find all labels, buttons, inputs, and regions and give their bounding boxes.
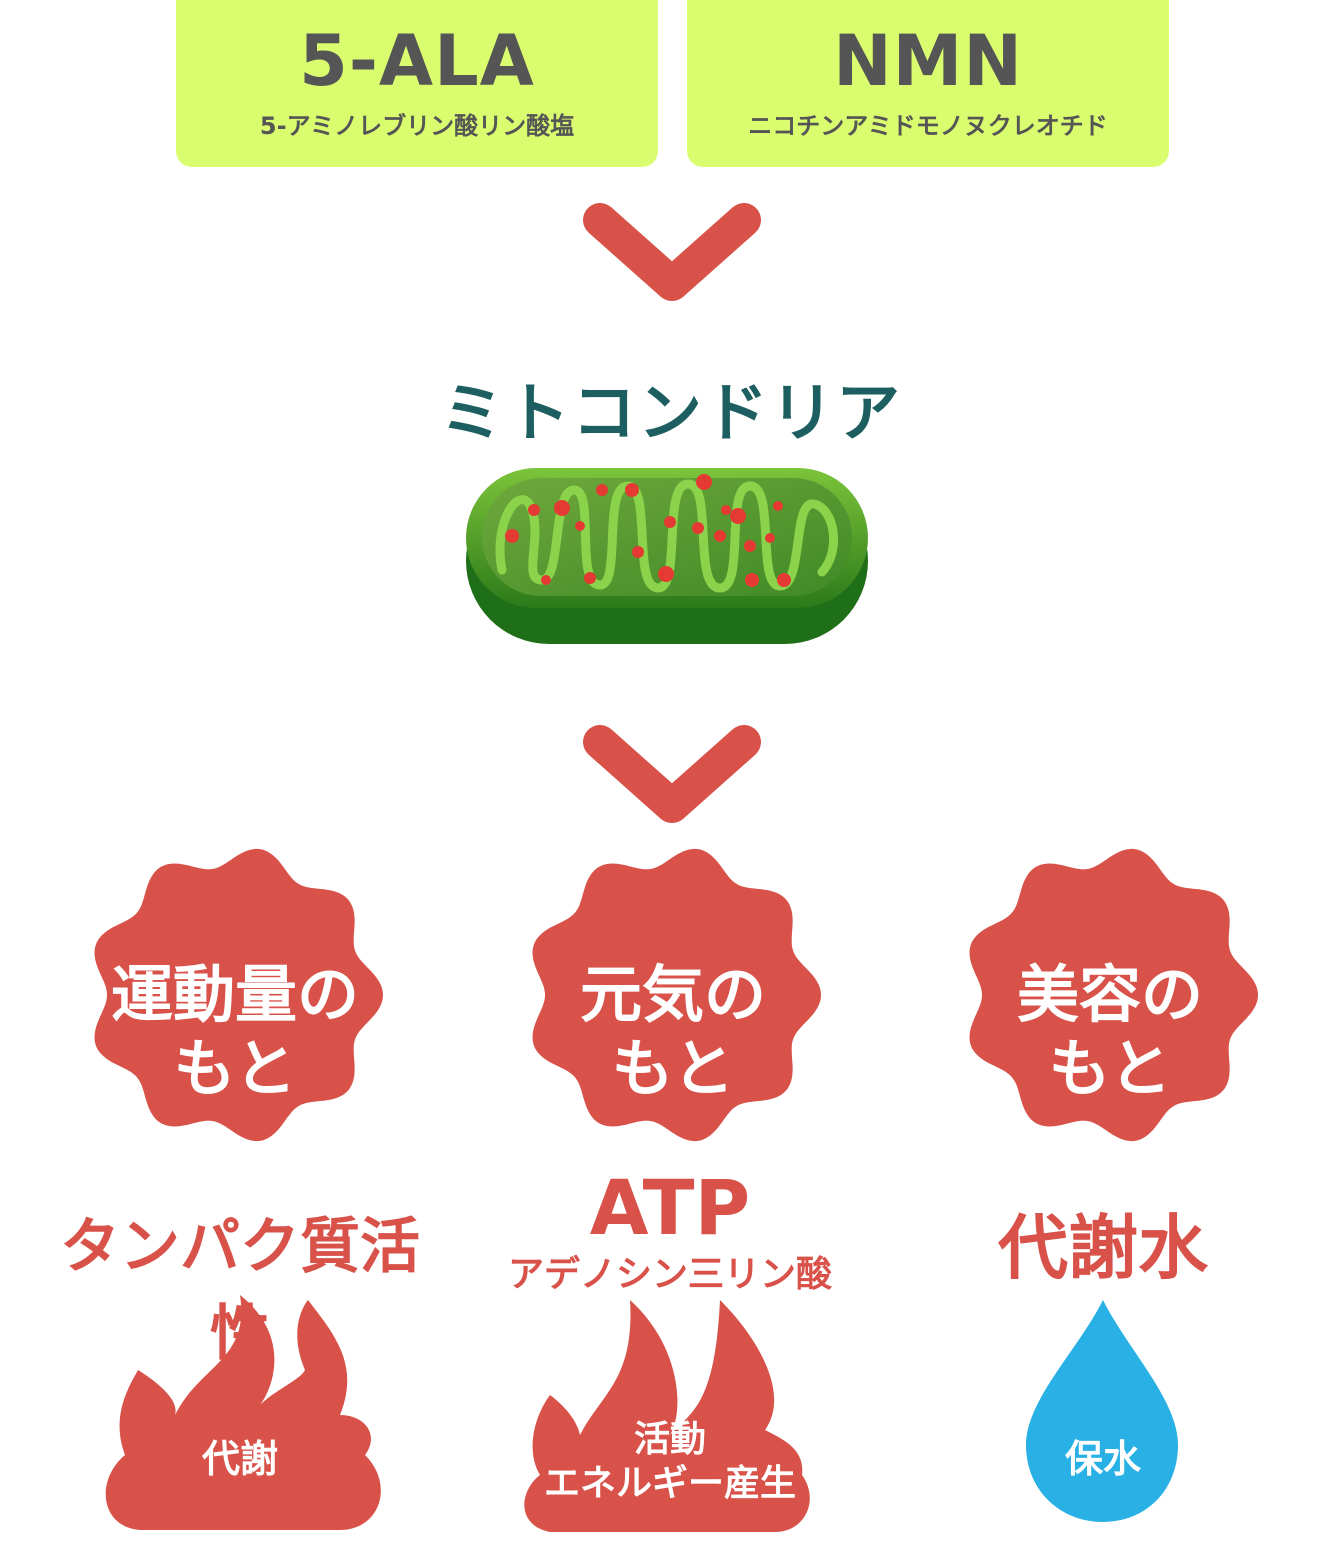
- water-label: 保水: [1064, 1437, 1141, 1481]
- nmn-box: NMN ニコチンアミドモノヌクレオチド: [687, 0, 1169, 167]
- badge-line: 運動量の: [110, 958, 359, 1031]
- flame-metabolism-label: 代謝: [201, 1437, 278, 1481]
- badge-line: もと: [1048, 1032, 1172, 1105]
- badge-line: もと: [611, 1032, 735, 1105]
- output-water: 代謝水: [998, 1207, 1208, 1289]
- icon-line: エネルギー産生: [543, 1463, 796, 1504]
- flame-energy-label: 活動 エネルギー産生: [520, 1418, 820, 1506]
- output-protein: タンパク質活性: [60, 1212, 420, 1369]
- flame-icon: [524, 1300, 810, 1532]
- chevron-down-icon: [583, 203, 761, 301]
- badge-shape: [969, 848, 1258, 1142]
- ala-subtitle: 5-アミノレブリン酸リン酸塩: [259, 112, 575, 140]
- water-drop-icon: [1026, 1300, 1178, 1522]
- badge-line: 美容の: [1016, 958, 1203, 1031]
- badge-shape: [94, 848, 383, 1142]
- output-atp-sub: アデノシン三リン酸: [507, 1254, 832, 1295]
- ala-title: 5-ALA: [299, 20, 535, 102]
- chevron-down-icon: [583, 725, 761, 823]
- badge-energy: 運動量の もと: [85, 958, 385, 1106]
- badge-vitality: 元気の もと: [523, 958, 823, 1106]
- badge-line: もと: [173, 1032, 297, 1105]
- badge-shape: [532, 848, 821, 1142]
- badge-scallop: [532, 848, 821, 1142]
- mitochondria-title: ミトコンドリア: [440, 377, 902, 451]
- nmn-title: NMN: [833, 20, 1023, 102]
- icon-line: 活動: [633, 1419, 706, 1460]
- flame-icon: [105, 1295, 381, 1530]
- output-atp: ATP: [589, 1163, 751, 1252]
- badge-line: 元気の: [579, 958, 766, 1031]
- badge-scallop: [94, 848, 383, 1142]
- ala-box: 5-ALA 5-アミノレブリン酸リン酸塩: [176, 0, 658, 167]
- nmn-subtitle: ニコチンアミドモノヌクレオチド: [748, 112, 1108, 140]
- badge-beauty: 美容の もと: [960, 958, 1260, 1106]
- badge-scallop: [969, 848, 1258, 1142]
- mitochondria-icon: [466, 468, 868, 644]
